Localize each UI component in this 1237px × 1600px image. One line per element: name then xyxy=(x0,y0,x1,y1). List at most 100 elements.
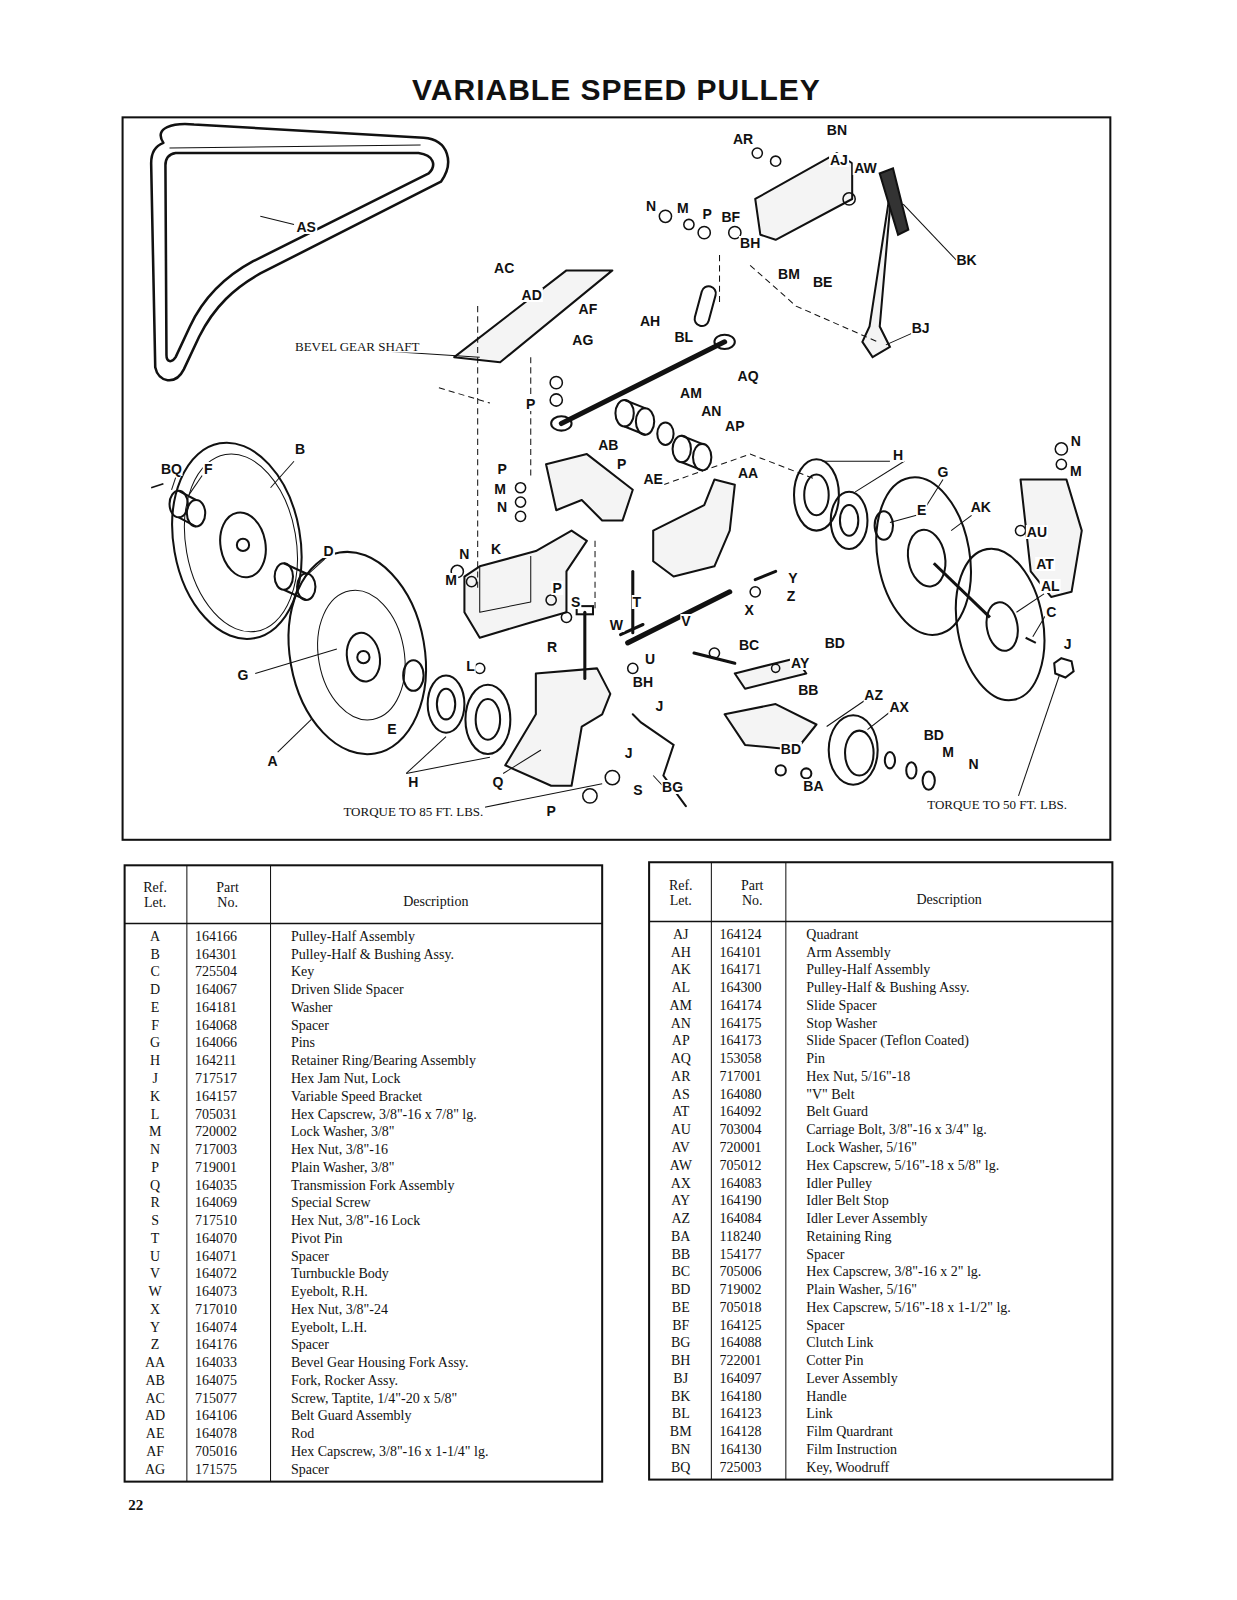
part-number-cell: 725504 xyxy=(195,965,237,979)
dashed-guides-part xyxy=(663,454,816,485)
callout-letter: A xyxy=(266,754,278,768)
part-number-cell: 705012 xyxy=(720,1159,762,1173)
leader-lines-part xyxy=(172,478,176,490)
part-number-cell: 164123 xyxy=(720,1407,762,1421)
part-number-cell: 720001 xyxy=(720,1141,762,1155)
part-number-cell: 725003 xyxy=(720,1461,762,1475)
part-number-cell: 164083 xyxy=(720,1177,762,1191)
linkage-part xyxy=(625,400,645,435)
bracket-and-forks-part xyxy=(505,668,610,785)
bracket-and-forks-part xyxy=(464,531,586,638)
part-number-cell: 717517 xyxy=(195,1072,237,1086)
part-number-cell: 164300 xyxy=(720,981,762,995)
right-pulley-part xyxy=(904,527,950,590)
table-header: Description xyxy=(888,892,1010,907)
ref-letter-cell: AR xyxy=(671,1070,690,1084)
callout-letter: B xyxy=(294,442,306,456)
part-number-cell: 164106 xyxy=(195,1409,237,1423)
idler-pulley-part xyxy=(923,771,935,789)
table-header: Description xyxy=(375,895,497,910)
right-pulley-part xyxy=(1054,658,1073,677)
callout-letter: T xyxy=(632,595,643,609)
leader-lines-part xyxy=(271,461,294,488)
ref-letter-cell: BC xyxy=(671,1265,690,1279)
right-pulley-part xyxy=(945,542,1056,708)
callout-letter: AU xyxy=(1026,525,1048,539)
right-pulley-part xyxy=(1026,638,1036,643)
ref-letter-cell: AG xyxy=(145,1463,165,1477)
hardware-part xyxy=(515,497,525,507)
description-cell: Spacer xyxy=(291,1019,329,1033)
leader-lines xyxy=(172,204,1060,808)
description-cell: Pivot Pin xyxy=(291,1232,343,1246)
ref-letter-cell: AV xyxy=(672,1141,690,1155)
description-cell: Hex Nut, 3/8"-24 xyxy=(291,1303,388,1317)
ref-letter-cell: F xyxy=(151,1019,159,1033)
part-number-cell: 164067 xyxy=(195,983,237,997)
hardware-part xyxy=(771,156,781,166)
linkage-part xyxy=(693,285,717,328)
part-number-cell: 164124 xyxy=(720,928,762,942)
description-cell: Hex Jam Nut, Lock xyxy=(291,1072,401,1086)
bracket-and-forks-part xyxy=(725,704,817,750)
ref-letter-cell: X xyxy=(150,1303,160,1317)
part-number-cell: 705006 xyxy=(720,1265,762,1279)
callout-letter: V xyxy=(680,614,691,628)
description-cell: Idler Lever Assembly xyxy=(806,1212,927,1226)
description-cell: Lever Assembly xyxy=(806,1372,897,1386)
ref-letter-cell: V xyxy=(150,1267,160,1281)
callout-letter: AK xyxy=(970,500,992,514)
callout-letter: S xyxy=(570,595,581,609)
description-cell: Key xyxy=(291,965,314,979)
bearing-parts-part xyxy=(840,505,858,536)
callout-letter: M xyxy=(493,482,507,496)
callout-letter: H xyxy=(892,448,904,462)
leader-lines-part xyxy=(260,216,294,224)
ref-letter-cell: M xyxy=(149,1125,161,1139)
dashed-guides-part xyxy=(530,357,531,479)
ref-letter-cell: AD xyxy=(145,1409,165,1423)
part-number-cell: 164175 xyxy=(720,1017,762,1031)
description-cell: Transmission Fork Assembly xyxy=(291,1179,455,1193)
part-number-cell: 164097 xyxy=(720,1372,762,1386)
linkage-part xyxy=(755,571,775,579)
right-pulley-part xyxy=(865,470,983,643)
leader-lines-part xyxy=(867,711,890,729)
callout-letter: BL xyxy=(673,330,694,344)
description-cell: Retainer Ring/Bearing Assembly xyxy=(291,1054,476,1068)
table-header: Part No. xyxy=(730,878,775,909)
callout-letter: BD xyxy=(780,742,802,756)
part-number-cell: 164092 xyxy=(720,1105,762,1119)
callout-letter: K xyxy=(490,542,502,556)
ref-letter-cell: A xyxy=(150,930,160,944)
hardware-part xyxy=(475,663,485,673)
leader-lines-part xyxy=(304,559,324,577)
note-text: TORQUE TO 85 FT. LBS. xyxy=(341,805,485,818)
part-number-cell: 164073 xyxy=(195,1285,237,1299)
hardware-part xyxy=(561,612,571,622)
callout-letter: AD xyxy=(521,288,543,302)
dashed-guides-part xyxy=(439,388,490,403)
ref-letter-cell: AK xyxy=(671,963,691,977)
description-cell: Pin xyxy=(806,1052,825,1066)
parts-table-frames-part xyxy=(125,923,603,925)
ref-letter-cell: H xyxy=(150,1054,160,1068)
ref-letter-cell: BJ xyxy=(673,1372,688,1386)
bearing-parts-part xyxy=(403,660,423,691)
description-cell: Spacer xyxy=(291,1250,329,1264)
part-number-cell: 164088 xyxy=(720,1336,762,1350)
part-number-cell: 719001 xyxy=(195,1161,237,1175)
callout-letter: D xyxy=(323,544,335,558)
part-number-cell: 164078 xyxy=(195,1427,237,1441)
ref-letter-cell: BN xyxy=(671,1443,690,1457)
bearing-parts-part xyxy=(794,459,839,530)
callout-letter: BA xyxy=(802,779,824,793)
hardware-part xyxy=(1015,526,1025,536)
callout-letter: U xyxy=(644,652,656,666)
leader-lines-part xyxy=(886,333,914,345)
bearing-parts-part xyxy=(831,492,868,549)
ref-letter-cell: AP xyxy=(672,1034,690,1048)
left-pulley-part xyxy=(308,583,415,727)
hardware-part xyxy=(583,789,597,803)
hardware-part xyxy=(466,577,476,587)
